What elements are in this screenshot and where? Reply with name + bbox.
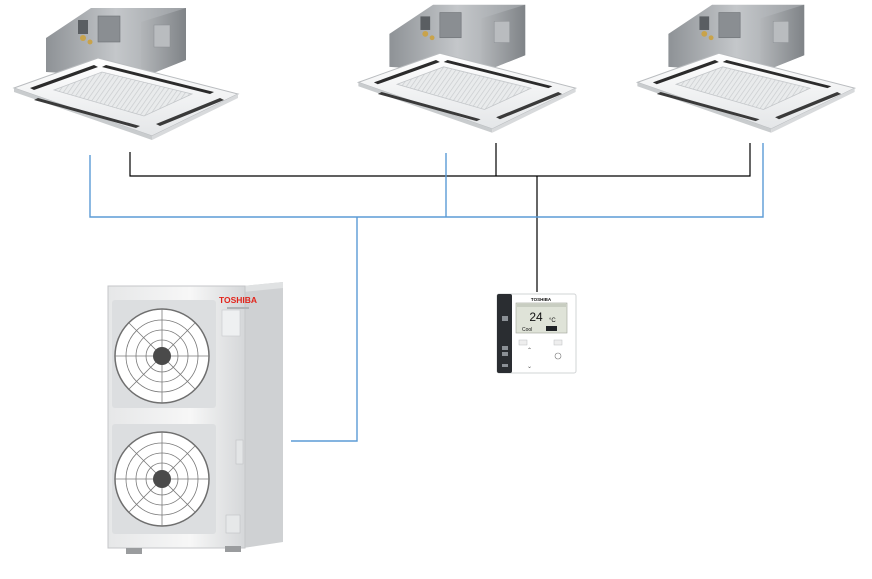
setting-icon	[502, 352, 508, 356]
refrigerant-piping	[89, 143, 764, 442]
ceiling-cassette-icon	[13, 7, 239, 141]
refrigerant-line-outdoor	[291, 217, 358, 442]
outdoor-unit-badge	[227, 307, 249, 309]
outdoor-unit-brand: TOSHIBA	[219, 295, 257, 305]
fan-speed-icon	[546, 326, 557, 331]
button-left[interactable]	[518, 339, 528, 346]
indoor-unit-2	[357, 4, 577, 134]
remote-controller: TOSHIBA 24 °C Cool ⌃ ⌄	[496, 293, 577, 374]
outdoor-condenser-icon	[107, 282, 283, 554]
ceiling-cassette-icon	[357, 4, 577, 134]
wired-remote-controller-icon	[496, 293, 577, 374]
remote-unit: °C	[549, 318, 556, 324]
menu-icon	[502, 346, 508, 350]
outdoor-unit: TOSHIBA	[107, 282, 283, 554]
power-button[interactable]	[554, 352, 562, 360]
refrigerant-main-line	[89, 143, 764, 218]
temp-up-button[interactable]: ⌃	[527, 347, 532, 354]
monitor-icon	[502, 316, 508, 321]
return-icon	[502, 364, 508, 367]
remote-temperature: 24	[529, 310, 543, 324]
indoor-unit-3	[636, 4, 856, 134]
remote-mode: Cool	[522, 327, 532, 333]
temp-down-button[interactable]: ⌄	[527, 364, 532, 370]
button-right[interactable]	[553, 339, 563, 346]
control-wire-bus	[129, 143, 751, 177]
indoor-unit-1	[13, 7, 239, 141]
control-wiring	[129, 143, 751, 292]
ceiling-cassette-icon	[636, 4, 856, 134]
remote-brand: TOSHIBA	[531, 297, 552, 302]
